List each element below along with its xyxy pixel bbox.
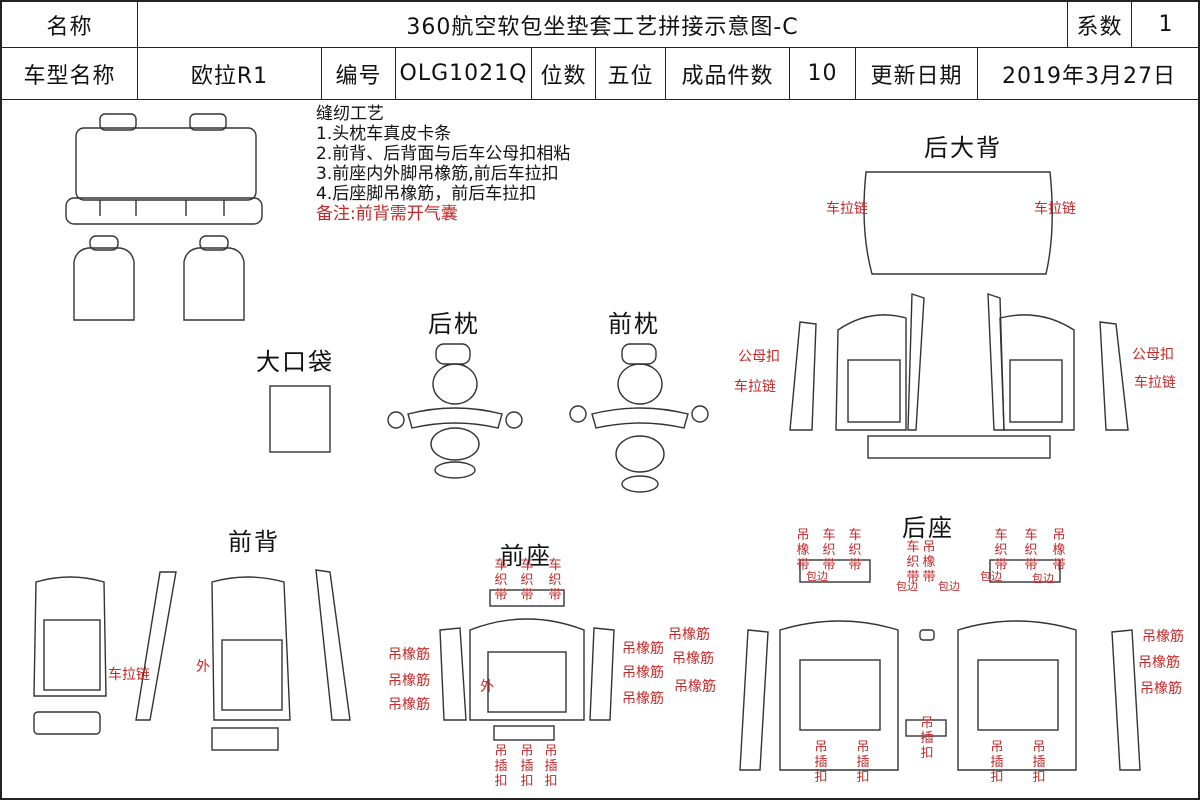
sewing-notes: 缝纫工艺 1.头枕车真皮卡条 2.前背、后背面与后车公母扣相粘 3.前座内外脚吊… — [316, 104, 570, 224]
label-woven-band-3: 车织带 — [548, 558, 562, 603]
label-outer-2: 外 — [480, 679, 494, 695]
label-elastic-3: 吊橡筋 — [388, 697, 430, 713]
series-label: 系数 — [1068, 2, 1132, 48]
rear-seat-pieces — [739, 559, 1141, 771]
label-zipper-4: 车拉链 — [1134, 375, 1176, 391]
label-zipper-1: 车拉链 — [826, 201, 868, 217]
name-label: 名称 — [2, 2, 138, 48]
label-elastic-10: 吊橡筋 — [1142, 629, 1184, 645]
section-front-pillow: 前枕 — [608, 310, 660, 338]
label-woven-band-4: 车织带 — [822, 528, 836, 573]
label-elastic-band-2: 吊橡带 — [922, 540, 936, 585]
notes-heading: 缝纫工艺 — [316, 104, 384, 124]
label-woven-band-7: 车织带 — [994, 528, 1008, 573]
label-elastic-2: 吊橡筋 — [388, 673, 430, 689]
label-outer-1: 外 — [196, 659, 210, 675]
label-elastic-5: 吊橡筋 — [622, 665, 664, 681]
label-elastic-band-1: 吊橡带 — [796, 528, 810, 573]
label-woven-band-5: 车织带 — [848, 528, 862, 573]
label-edge-3: 包边 — [938, 580, 960, 593]
section-front-back: 前背 — [228, 528, 280, 556]
label-edge-2: 包边 — [896, 580, 918, 593]
section-front-seat: 前座 — [500, 542, 552, 570]
label-elastic-4: 吊橡筋 — [622, 641, 664, 657]
label-woven-band-6: 车织带 — [906, 540, 920, 585]
label-hook-clip-3: 吊插扣 — [544, 744, 558, 789]
label-hook-clip-4: 吊插扣 — [814, 740, 828, 785]
seats-label: 位数 — [532, 48, 596, 100]
label-woven-band-2: 车织带 — [520, 558, 534, 603]
label-hook-clip-5: 吊插扣 — [856, 740, 870, 785]
date-value: 2019年3月27日 — [978, 48, 1200, 100]
page-title: 360航空软包坐垫套工艺拼接示意图-C — [138, 2, 1068, 48]
rear-pillow-pieces — [387, 343, 523, 479]
label-edge-5: 包边 — [1032, 572, 1054, 585]
label-edge-1: 包边 — [806, 570, 828, 583]
note-remark: 备注:前背需开气囊 — [316, 204, 458, 224]
section-rear-back: 后大背 — [924, 134, 1002, 162]
label-elastic-1: 吊橡筋 — [388, 647, 430, 663]
date-label: 更新日期 — [856, 48, 978, 100]
note-item-2: 2.前背、后背面与后车公母扣相粘 — [316, 144, 571, 164]
note-item-4: 4.后座脚吊橡筋，前后车拉扣 — [316, 184, 537, 204]
label-zipper-2: 车拉链 — [1034, 201, 1076, 217]
note-item-3: 3.前座内外脚吊橡筋,前后车拉扣 — [316, 164, 559, 184]
label-elastic-8: 吊橡筋 — [672, 651, 714, 667]
pieces-label: 成品件数 — [666, 48, 790, 100]
note-item-1: 1.头枕车真皮卡条 — [316, 124, 452, 144]
label-elastic-12: 吊橡筋 — [1140, 681, 1182, 697]
section-rear-pillow: 后枕 — [428, 310, 480, 338]
label-zipper-5: 车拉链 — [108, 667, 150, 683]
series-value: 1 — [1132, 2, 1200, 48]
label-woven-band-8: 车织带 — [1024, 528, 1038, 573]
seats-value: 五位 — [596, 48, 666, 100]
section-rear-seat: 后座 — [902, 514, 954, 542]
label-hook-clip-7: 吊插扣 — [990, 740, 1004, 785]
label-elastic-6: 吊橡筋 — [622, 691, 664, 707]
label-zipper-3: 车拉链 — [734, 379, 776, 395]
label-elastic-band-3: 吊橡带 — [1052, 528, 1066, 573]
label-hook-clip-6: 吊插扣 — [920, 716, 934, 761]
overview-rear-bench — [65, 113, 263, 225]
label-hook-clip-2: 吊插扣 — [520, 744, 534, 789]
label-snap-2: 公母扣 — [1132, 347, 1174, 363]
label-edge-4: 包边 — [980, 570, 1002, 583]
section-big-pocket: 大口袋 — [256, 348, 334, 376]
front-pillow-pieces — [569, 343, 709, 493]
label-elastic-9: 吊橡筋 — [674, 679, 716, 695]
overview-front-seats — [73, 235, 245, 321]
label-elastic-11: 吊橡筋 — [1138, 655, 1180, 671]
pieces-value: 10 — [790, 48, 856, 100]
rear-back-pieces — [789, 171, 1129, 459]
big-pocket-piece — [269, 385, 331, 453]
label-elastic-7: 吊橡筋 — [668, 627, 710, 643]
code-value: OLG1021Q — [396, 48, 532, 100]
code-label: 编号 — [322, 48, 396, 100]
label-snap-1: 公母扣 — [738, 349, 780, 365]
label-hook-clip-8: 吊插扣 — [1032, 740, 1046, 785]
label-woven-band-1: 车织带 — [494, 558, 508, 603]
model-label: 车型名称 — [2, 48, 138, 100]
front-seat-pieces — [439, 589, 615, 741]
label-hook-clip-1: 吊插扣 — [494, 744, 508, 789]
front-back-pieces — [33, 569, 351, 751]
model-value: 欧拉R1 — [138, 48, 322, 100]
